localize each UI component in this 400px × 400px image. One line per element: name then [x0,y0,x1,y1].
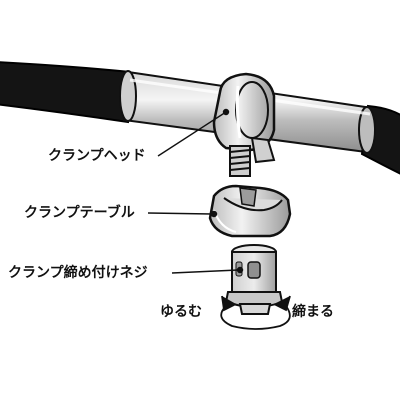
threaded-stud [229,145,251,177]
clamp-table [208,184,292,238]
label-loosen: ゆるむ [160,304,202,320]
label-clamp-table: クランプテーブル [24,205,135,221]
clamp-head [212,72,276,177]
label-clamp-head: クランプヘッド [48,148,146,164]
label-clamp-screw: クランプ締め付けネジ [8,265,148,281]
rotation-arrow-icon [220,295,291,330]
label-tighten: 締まる [292,304,334,320]
leader-lines [147,108,244,274]
